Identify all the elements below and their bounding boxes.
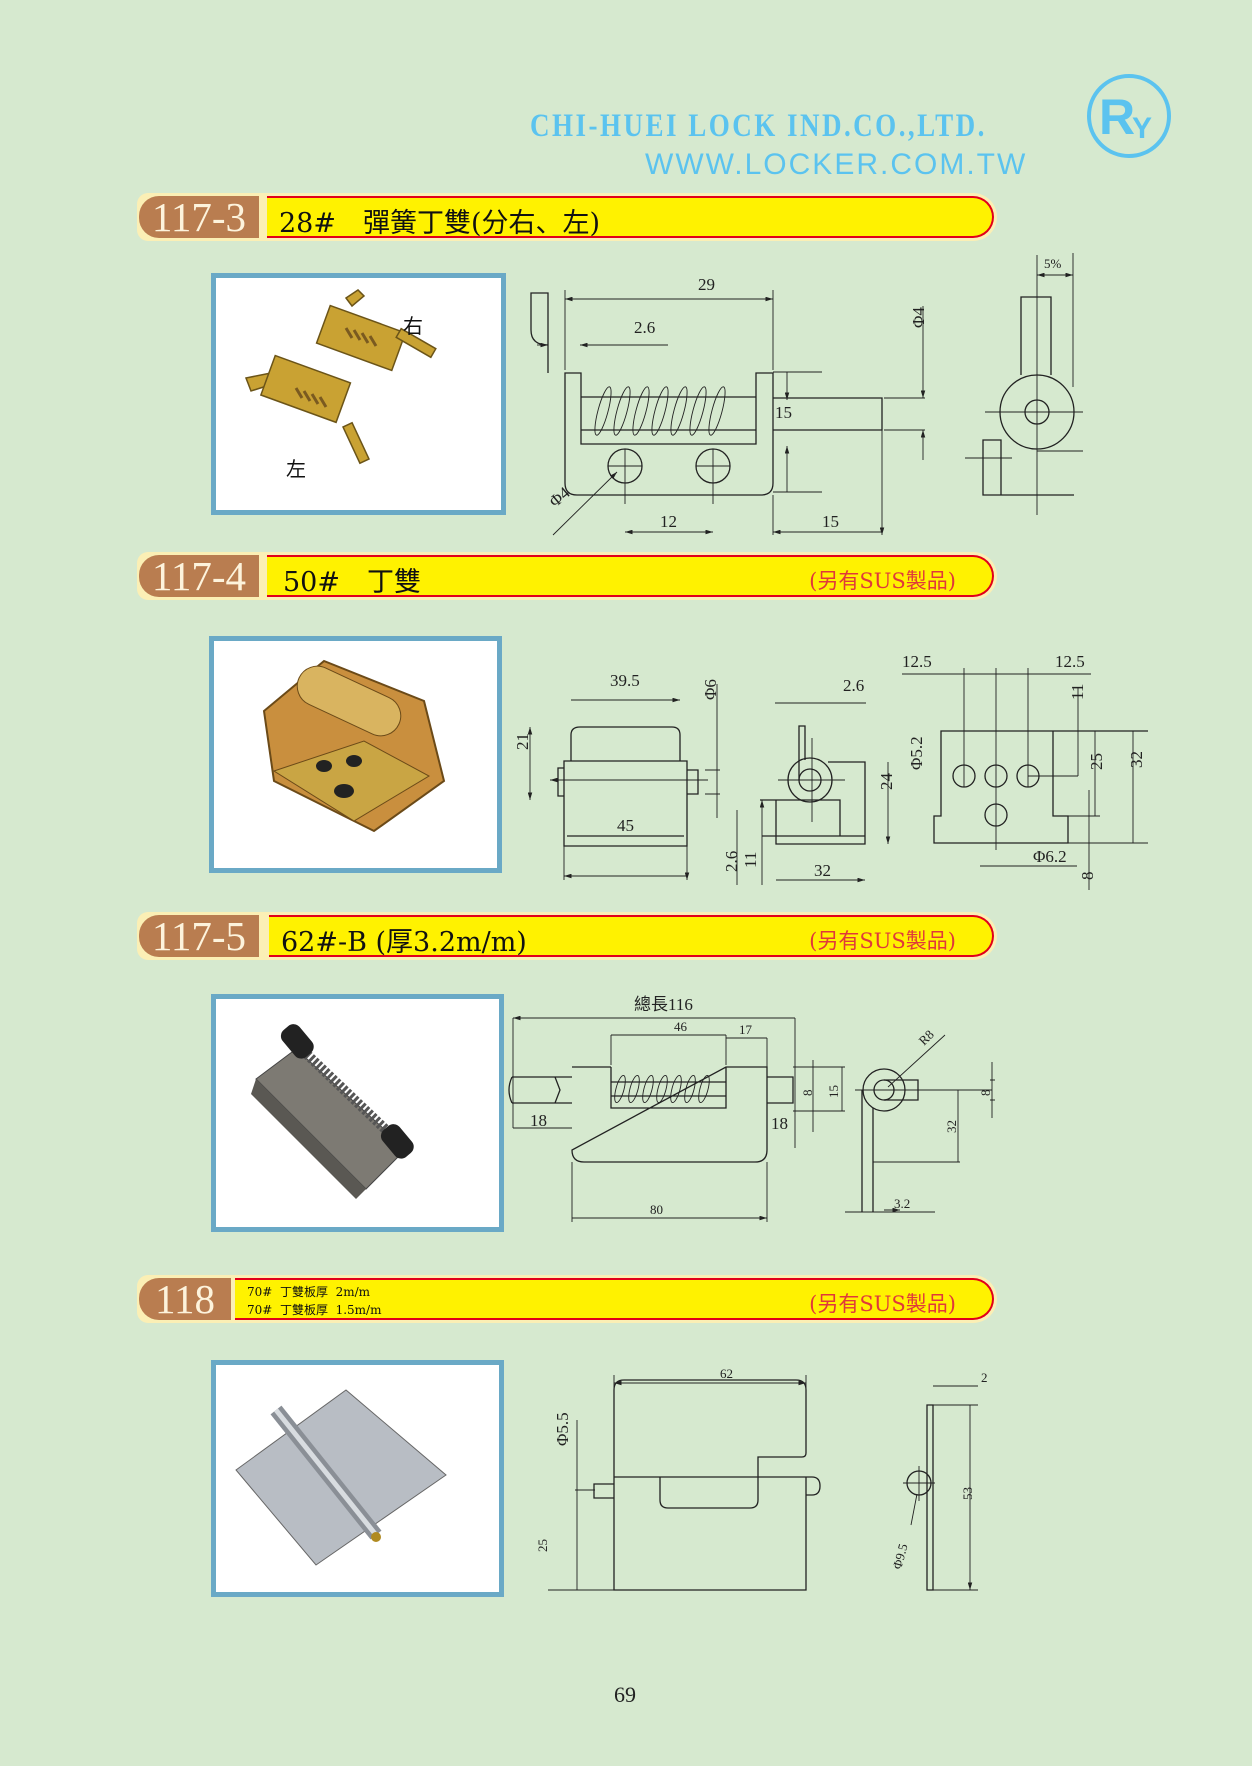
svg-text:2: 2: [981, 1370, 988, 1385]
svg-text:Φ6: Φ6: [701, 679, 720, 700]
svg-text:15: 15: [775, 403, 792, 422]
svg-text:總長116: 總長116: [634, 995, 693, 1014]
svg-text:53: 53: [960, 1487, 975, 1500]
svg-text:39.5: 39.5: [610, 671, 640, 690]
svg-text:Φ5.5: Φ5.5: [553, 1412, 572, 1446]
svg-text:3.2: 3.2: [894, 1196, 910, 1211]
svg-text:18: 18: [771, 1114, 788, 1133]
svg-text:32: 32: [814, 861, 831, 880]
product-title: 28# 彈簧丁雙(分右、左): [279, 208, 601, 239]
left-label: 左: [286, 457, 306, 481]
svg-text:Φ9.5: Φ9.5: [889, 1542, 910, 1571]
svg-text:11: 11: [1068, 684, 1087, 700]
company-name: CHI-HUEI LOCK IND.CO.,LTD.: [530, 108, 987, 144]
svg-text:12.5: 12.5: [1055, 652, 1085, 671]
svg-text:24: 24: [877, 773, 896, 791]
company-website: WWW.LOCKER.COM.TW: [645, 148, 1028, 181]
product-photo-117-4: [209, 636, 502, 873]
svg-text:12.5: 12.5: [902, 652, 932, 671]
svg-text:Φ4: Φ4: [545, 483, 574, 511]
sus-note: (另有SUS製品): [809, 929, 956, 953]
svg-text:2.6: 2.6: [634, 318, 655, 337]
svg-text:R8: R8: [916, 1027, 937, 1048]
product-title: 50# 丁雙: [283, 567, 421, 598]
svg-text:8: 8: [978, 1090, 993, 1097]
svg-text:25: 25: [535, 1539, 550, 1552]
section-bar-117-3: 117-3 28# 彈簧丁雙(分右、左): [137, 193, 997, 241]
svg-text:15: 15: [826, 1085, 841, 1098]
sus-note: (另有SUS製品): [809, 1292, 956, 1316]
drawing-117-4: 39.5 45 21 Φ6 2.6 24 32 11 2.6 12.5 12.5 1…: [513, 652, 1148, 890]
svg-text:R: R: [1099, 89, 1135, 145]
drawing-118: 62 Φ5.5 25 2 53 Φ9.5: [535, 1366, 988, 1590]
svg-text:Φ4: Φ4: [909, 307, 928, 328]
svg-text:11: 11: [741, 852, 760, 868]
svg-text:46: 46: [674, 1019, 688, 1034]
svg-text:29: 29: [698, 275, 715, 294]
svg-text:25: 25: [1087, 753, 1106, 770]
svg-text:Y: Y: [1132, 112, 1152, 145]
svg-text:18: 18: [530, 1111, 547, 1130]
svg-text:32: 32: [1127, 751, 1146, 768]
svg-text:2.6: 2.6: [843, 676, 864, 695]
svg-text:Φ6.2: Φ6.2: [1033, 847, 1067, 866]
product-photo-117-5: [211, 994, 504, 1232]
sus-note: (另有SUS製品): [809, 569, 956, 593]
drawing-117-3: 29 2.6 15 Φ4 Φ4 12 15 5%: [530, 253, 1083, 535]
product-title: 62#-B (厚3.2m/m): [281, 927, 527, 958]
company-logo: R Y: [1087, 74, 1171, 158]
svg-text:32: 32: [944, 1120, 959, 1133]
drawing-117-5: 總長116 46 17 18 18 8 15 80 R8 8 32 3.2: [509, 995, 995, 1222]
svg-text:80: 80: [650, 1202, 663, 1217]
svg-text:5%: 5%: [1044, 256, 1062, 271]
product-code-badge: 118: [139, 1278, 231, 1320]
svg-text:15: 15: [822, 512, 839, 531]
page-number: 69: [614, 1682, 636, 1707]
svg-text:12: 12: [660, 512, 677, 531]
svg-text:8: 8: [1078, 872, 1097, 881]
product-code-badge: 117-3: [139, 196, 259, 238]
svg-text:2.6: 2.6: [722, 851, 741, 872]
svg-text:62: 62: [720, 1366, 733, 1381]
svg-text:Φ5.2: Φ5.2: [907, 736, 926, 770]
spec-line-2: 70# 丁雙板厚 1.5m/m: [247, 1303, 382, 1317]
product-code-badge: 117-5: [139, 915, 259, 957]
section-bar-117-5: 117-5 62#-B (厚3.2m/m) (另有SUS製品): [137, 912, 997, 960]
spec-line-1: 70# 丁雙板厚 2m/m: [247, 1285, 371, 1299]
product-photo-117-3: 右 左: [211, 273, 506, 515]
section-bar-118: 118 70# 丁雙板厚 2m/m 70# 丁雙板厚 1.5m/m (另有SUS…: [137, 1275, 997, 1323]
svg-text:45: 45: [617, 816, 634, 835]
svg-text:8: 8: [800, 1090, 815, 1097]
product-photo-118: [211, 1360, 504, 1597]
right-label: 右: [403, 314, 423, 338]
svg-text:17: 17: [739, 1022, 753, 1037]
svg-text:21: 21: [513, 733, 532, 750]
product-code-badge: 117-4: [139, 555, 259, 597]
section-bar-117-4: 117-4 50# 丁雙 (另有SUS製品): [137, 552, 997, 600]
